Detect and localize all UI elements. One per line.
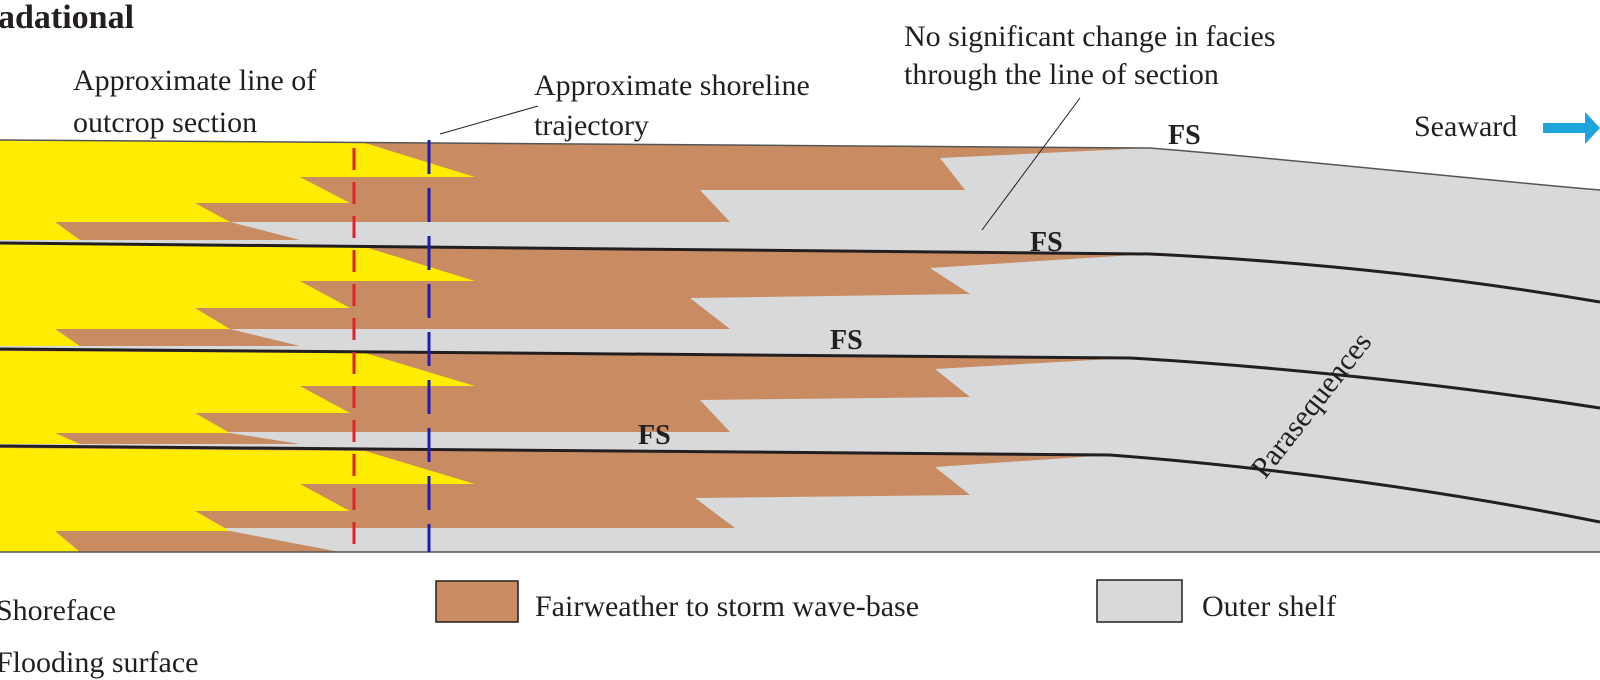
legend-shoreface-label: Shoreface xyxy=(0,594,116,627)
fs-label-1: FS xyxy=(1168,120,1201,151)
legend-fairweather-swatch xyxy=(435,580,519,623)
outcrop-line-label: Approximate line of outcrop section xyxy=(73,64,324,139)
flooding-surfaces xyxy=(0,139,1600,553)
fs-label-2: FS xyxy=(1030,227,1063,258)
shoreface-facies xyxy=(0,140,475,552)
no-change-label: No significant change in facies through … xyxy=(904,20,1283,91)
no-change-leader-line xyxy=(981,97,1081,231)
legend-fairweather-label: Fairweather to storm wave-base xyxy=(535,590,919,623)
diagram-title: adational xyxy=(0,0,134,36)
legend-outer-shelf-label: Outer shelf xyxy=(1202,590,1336,623)
shoreline-trajectory-label: Approximate shoreline trajectory xyxy=(534,69,817,142)
fs-label-4: FS xyxy=(638,420,671,451)
seaward-arrow-icon xyxy=(1543,112,1600,144)
legend-outer-shelf-swatch xyxy=(1096,579,1183,623)
seaward-label: Seaward xyxy=(1414,110,1517,143)
fs-label-3: FS xyxy=(830,325,863,356)
fairweather-base-fringe xyxy=(55,222,340,552)
legend-flooding-surface-label: Flooding surface xyxy=(0,646,198,679)
shoreline-leader-line xyxy=(439,105,539,135)
